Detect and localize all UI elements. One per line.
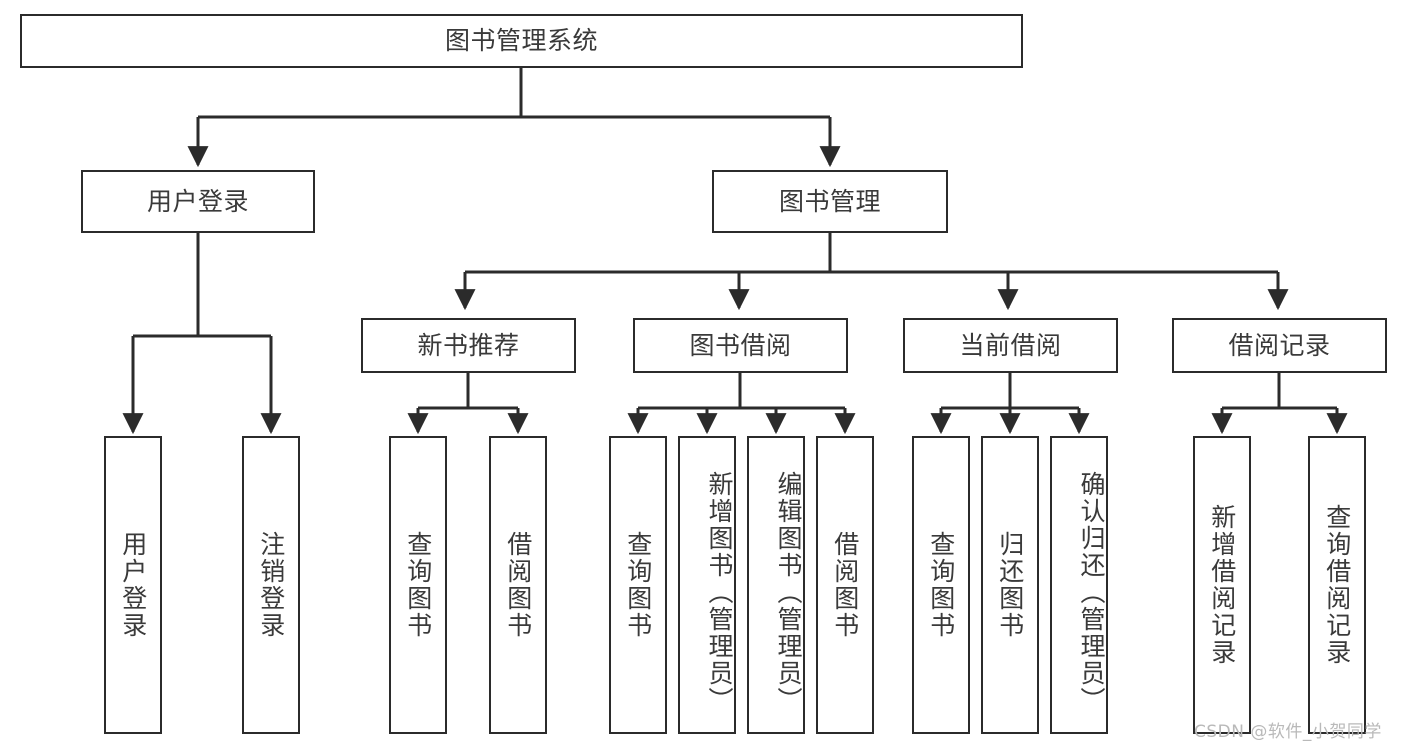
node-leaf-borrow-book-2[interactable]: 借阅图书 — [816, 436, 874, 734]
node-new-book-rec-label: 新书推荐 — [417, 330, 520, 360]
node-leaf-query-book-3-label: 查询图书 — [926, 531, 956, 639]
node-leaf-logout[interactable]: 注销登录 — [242, 436, 300, 734]
node-leaf-add-book-label: 新增图书（管理员） — [705, 470, 734, 714]
node-leaf-borrow-book-2-label: 借阅图书 — [830, 531, 860, 639]
node-root-label: 图书管理系统 — [444, 26, 598, 56]
node-book-borrow-label: 图书借阅 — [689, 330, 792, 360]
node-leaf-return-book-label: 归还图书 — [995, 531, 1025, 639]
node-root[interactable]: 图书管理系统 — [20, 14, 1023, 68]
node-current-borrow[interactable]: 当前借阅 — [903, 318, 1118, 373]
node-user-login-label: 用户登录 — [146, 186, 249, 216]
node-leaf-borrow-book-1-label: 借阅图书 — [503, 531, 533, 639]
node-new-book-rec[interactable]: 新书推荐 — [361, 318, 576, 373]
node-user-login[interactable]: 用户登录 — [81, 170, 315, 233]
node-book-manage-label: 图书管理 — [778, 186, 881, 216]
node-leaf-confirm-return[interactable]: 确认归还（管理员） — [1050, 436, 1108, 734]
node-leaf-query-book-1-label: 查询图书 — [403, 531, 433, 639]
node-leaf-edit-book[interactable]: 编辑图书（管理员） — [747, 436, 805, 734]
node-leaf-query-book-2[interactable]: 查询图书 — [609, 436, 667, 734]
node-borrow-record[interactable]: 借阅记录 — [1172, 318, 1387, 373]
node-leaf-user-login[interactable]: 用户登录 — [104, 436, 162, 734]
node-leaf-query-book-1[interactable]: 查询图书 — [389, 436, 447, 734]
node-leaf-user-login-label: 用户登录 — [118, 531, 148, 639]
node-leaf-edit-book-label: 编辑图书（管理员） — [774, 470, 803, 714]
node-leaf-confirm-return-label: 确认归还（管理员） — [1077, 470, 1106, 714]
node-book-manage[interactable]: 图书管理 — [712, 170, 948, 233]
node-borrow-record-label: 借阅记录 — [1228, 330, 1331, 360]
node-leaf-add-record-label: 新增借阅记录 — [1207, 504, 1237, 666]
node-leaf-query-record-label: 查询借阅记录 — [1322, 504, 1352, 666]
node-leaf-query-book-2-label: 查询图书 — [623, 531, 653, 639]
node-leaf-return-book[interactable]: 归还图书 — [981, 436, 1039, 734]
node-leaf-query-record[interactable]: 查询借阅记录 — [1308, 436, 1366, 734]
node-leaf-add-record[interactable]: 新增借阅记录 — [1193, 436, 1251, 734]
node-leaf-logout-label: 注销登录 — [256, 531, 286, 639]
node-leaf-add-book[interactable]: 新增图书（管理员） — [678, 436, 736, 734]
node-leaf-borrow-book-1[interactable]: 借阅图书 — [489, 436, 547, 734]
node-book-borrow[interactable]: 图书借阅 — [633, 318, 848, 373]
node-leaf-query-book-3[interactable]: 查询图书 — [912, 436, 970, 734]
csdn-watermark: CSDN @软件_小贺同学 — [1194, 722, 1382, 742]
node-current-borrow-label: 当前借阅 — [959, 330, 1062, 360]
